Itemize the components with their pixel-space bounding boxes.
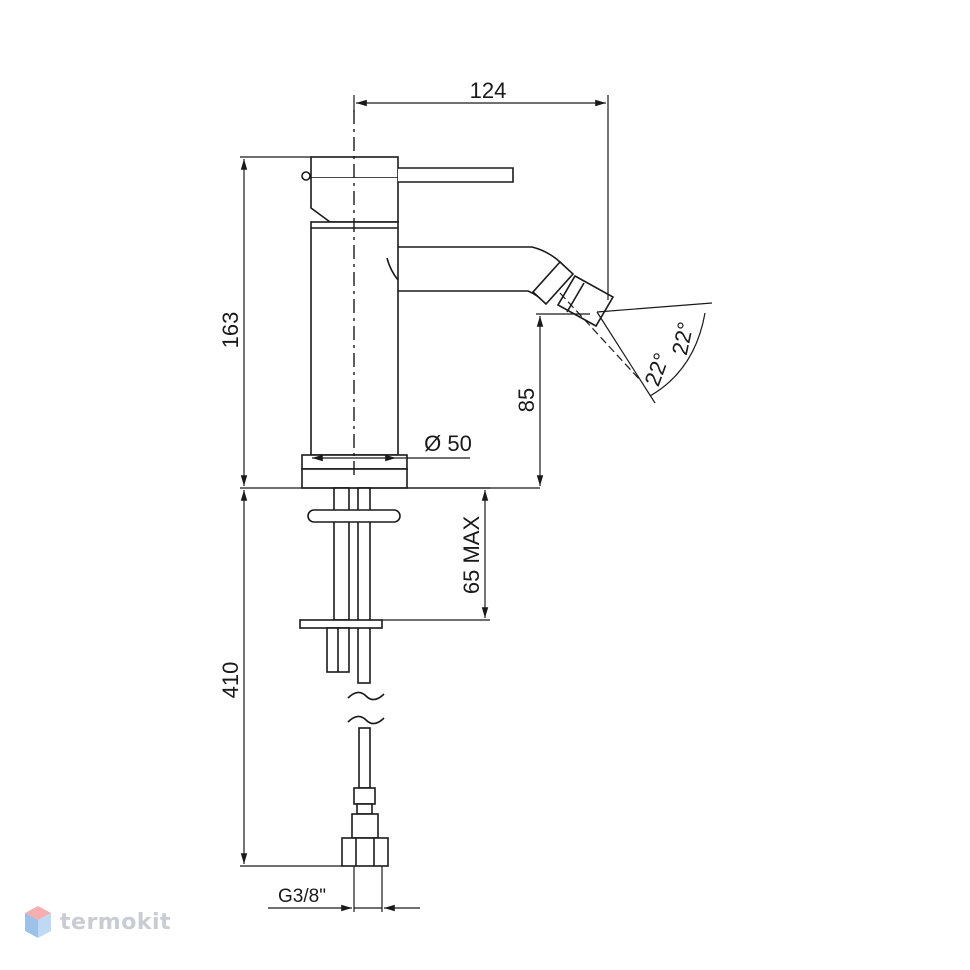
dim-label-410: 410: [218, 662, 243, 699]
break-mark-top: [347, 691, 385, 701]
dim-label-diameter-50: Ø 50: [424, 431, 472, 456]
break-mark-bottom: [347, 715, 385, 725]
hose-lower: [358, 727, 371, 789]
dim-label-85: 85: [514, 388, 539, 412]
hose-crimp: [353, 787, 376, 805]
washer: [307, 509, 401, 523]
side-button: [301, 171, 311, 181]
dim-label-163: 163: [218, 312, 243, 349]
brand-name: termokit: [60, 909, 172, 935]
spout-nozzle: [531, 260, 575, 306]
hose-crimp-lower: [356, 803, 373, 815]
hex-nut: [341, 837, 389, 867]
dim-label-65-max: 65 MAX: [459, 516, 484, 595]
dim-label-thread: G3/8": [278, 886, 326, 907]
brand-logo-icon: [25, 906, 51, 938]
hose-ferrule: [351, 813, 379, 839]
angle-label-right: 22°: [667, 320, 698, 358]
fixing-plate: [299, 619, 383, 629]
lever-handle: [398, 167, 514, 183]
brand-watermark: termokit: [24, 905, 171, 939]
dim-label-124: 124: [470, 78, 507, 103]
angle-label-left: 22°: [640, 350, 675, 390]
aerator: [556, 274, 615, 328]
threaded-rod: [333, 487, 350, 621]
